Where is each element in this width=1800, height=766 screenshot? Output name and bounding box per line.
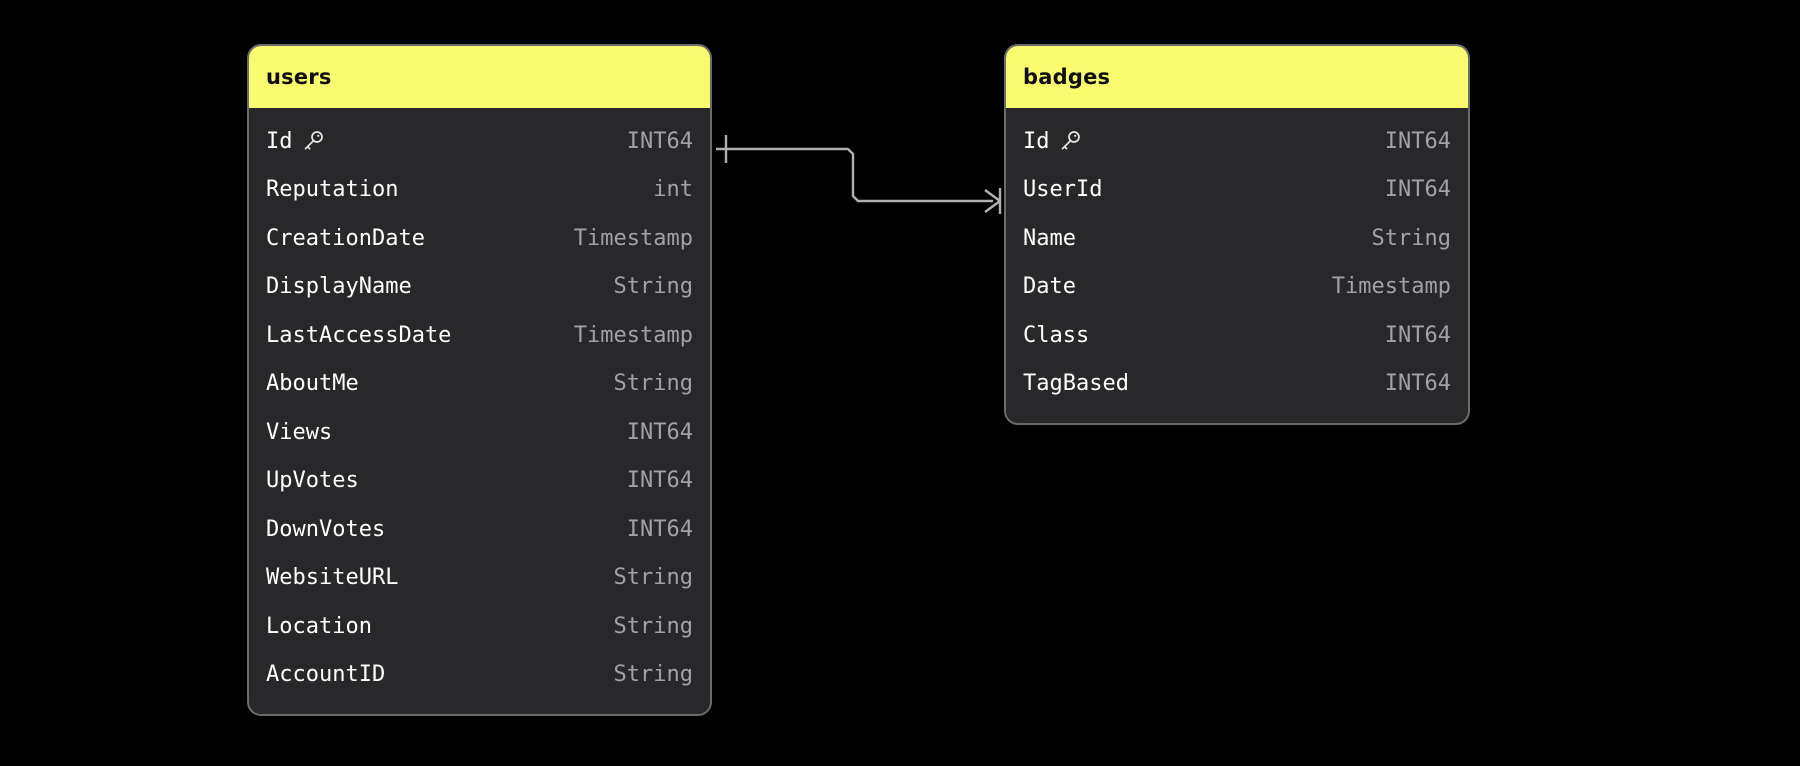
- entity-card-badges[interactable]: badges Id INT64: [1004, 44, 1470, 425]
- field-name-group: Location: [266, 614, 372, 639]
- field-type-label: String: [613, 662, 693, 688]
- field-name-label: CreationDate: [266, 225, 425, 251]
- field-type-label: INT64: [1384, 128, 1451, 154]
- relationship-line: [716, 147, 993, 203]
- field-row-downvotes[interactable]: DownVotes INT64: [249, 505, 710, 554]
- relationship-users-id-to-badges-userid[interactable]: [716, 135, 1002, 214]
- field-type-label: int: [653, 177, 693, 203]
- field-type-label: Timestamp: [1331, 274, 1451, 300]
- field-name-group: AccountID: [266, 662, 385, 687]
- field-name-group: AboutMe: [266, 371, 359, 396]
- field-row-reputation[interactable]: Reputation int: [249, 166, 710, 215]
- field-row-aboutme[interactable]: AboutMe String: [249, 360, 710, 409]
- field-row-displayname[interactable]: DisplayName String: [249, 263, 710, 312]
- key-icon: [1059, 130, 1081, 152]
- field-type-label: INT64: [626, 468, 693, 494]
- field-name-group: UpVotes: [266, 468, 359, 493]
- field-name-label: UserId: [1023, 177, 1103, 203]
- field-row-class[interactable]: Class INT64: [1006, 311, 1468, 360]
- field-name-label: AboutMe: [266, 371, 359, 397]
- field-row-name[interactable]: Name String: [1006, 214, 1468, 263]
- entity-field-list-badges: Id INT64 UserId INT64: [1006, 108, 1468, 420]
- field-name-group: CreationDate: [266, 226, 425, 251]
- field-name-group: Id: [1023, 129, 1081, 154]
- field-name-label: Views: [266, 419, 333, 445]
- field-row-userid[interactable]: UserId INT64: [1006, 166, 1468, 215]
- crows-foot-marker: [984, 188, 1002, 214]
- field-row-creationdate[interactable]: CreationDate Timestamp: [249, 214, 710, 263]
- key-icon: [302, 130, 324, 152]
- field-name-label: LastAccessDate: [266, 322, 452, 348]
- field-name-group: UserId: [1023, 177, 1102, 202]
- field-row-id[interactable]: Id INT64: [249, 117, 710, 166]
- entity-field-list-users: Id INT64 Reputation int: [249, 108, 710, 711]
- field-row-websiteurl[interactable]: WebsiteURL String: [249, 554, 710, 603]
- entity-title-users: users: [266, 65, 332, 89]
- field-type-label: String: [1371, 225, 1451, 251]
- field-name-group: TagBased: [1023, 371, 1129, 396]
- field-name-label: WebsiteURL: [266, 565, 399, 591]
- field-row-date[interactable]: Date Timestamp: [1006, 263, 1468, 312]
- field-name-label: AccountID: [266, 662, 386, 688]
- field-row-id[interactable]: Id INT64: [1006, 117, 1468, 166]
- field-type-label: String: [613, 371, 693, 397]
- field-row-upvotes[interactable]: UpVotes INT64: [249, 457, 710, 506]
- field-type-label: INT64: [626, 516, 693, 542]
- field-name-group: Date: [1023, 274, 1076, 299]
- field-name-label: Id: [1023, 128, 1050, 154]
- field-name-group: Views: [266, 420, 332, 445]
- field-name-label: TagBased: [1023, 371, 1129, 397]
- field-row-accountid[interactable]: AccountID String: [249, 651, 710, 700]
- field-type-label: String: [613, 613, 693, 639]
- field-type-label: Timestamp: [573, 322, 693, 348]
- field-name-group: Reputation: [266, 177, 398, 202]
- field-name-group: LastAccessDate: [266, 323, 451, 348]
- field-type-label: Timestamp: [573, 225, 693, 251]
- field-type-label: INT64: [1384, 322, 1451, 348]
- field-name-label: Class: [1023, 322, 1090, 348]
- field-name-label: Id: [266, 128, 293, 154]
- field-row-lastaccessdate[interactable]: LastAccessDate Timestamp: [249, 311, 710, 360]
- field-name-group: DownVotes: [266, 517, 385, 542]
- field-name-group: DisplayName: [266, 274, 412, 299]
- field-name-label: UpVotes: [266, 468, 359, 494]
- field-name-label: DownVotes: [266, 516, 386, 542]
- entity-title-badges: badges: [1023, 65, 1111, 89]
- field-row-location[interactable]: Location String: [249, 602, 710, 651]
- field-name-label: DisplayName: [266, 274, 412, 300]
- field-name-label: Reputation: [266, 177, 399, 203]
- field-name-label: Location: [266, 613, 372, 639]
- entity-header-badges[interactable]: badges: [1006, 46, 1468, 108]
- field-type-label: String: [613, 274, 693, 300]
- field-name-group: WebsiteURL: [266, 565, 398, 590]
- field-type-label: INT64: [626, 128, 693, 154]
- field-name-group: Id: [266, 129, 324, 154]
- entity-header-users[interactable]: users: [249, 46, 710, 108]
- field-row-tagbased[interactable]: TagBased INT64: [1006, 360, 1468, 409]
- field-type-label: INT64: [1384, 177, 1451, 203]
- field-name-group: Class: [1023, 323, 1089, 348]
- field-type-label: String: [613, 565, 693, 591]
- field-type-label: INT64: [1384, 371, 1451, 397]
- field-type-label: INT64: [626, 419, 693, 445]
- field-row-views[interactable]: Views INT64: [249, 408, 710, 457]
- field-name-group: Name: [1023, 226, 1076, 251]
- field-name-label: Date: [1023, 274, 1076, 300]
- field-name-label: Name: [1023, 225, 1076, 251]
- entity-card-users[interactable]: users Id INT64: [247, 44, 712, 716]
